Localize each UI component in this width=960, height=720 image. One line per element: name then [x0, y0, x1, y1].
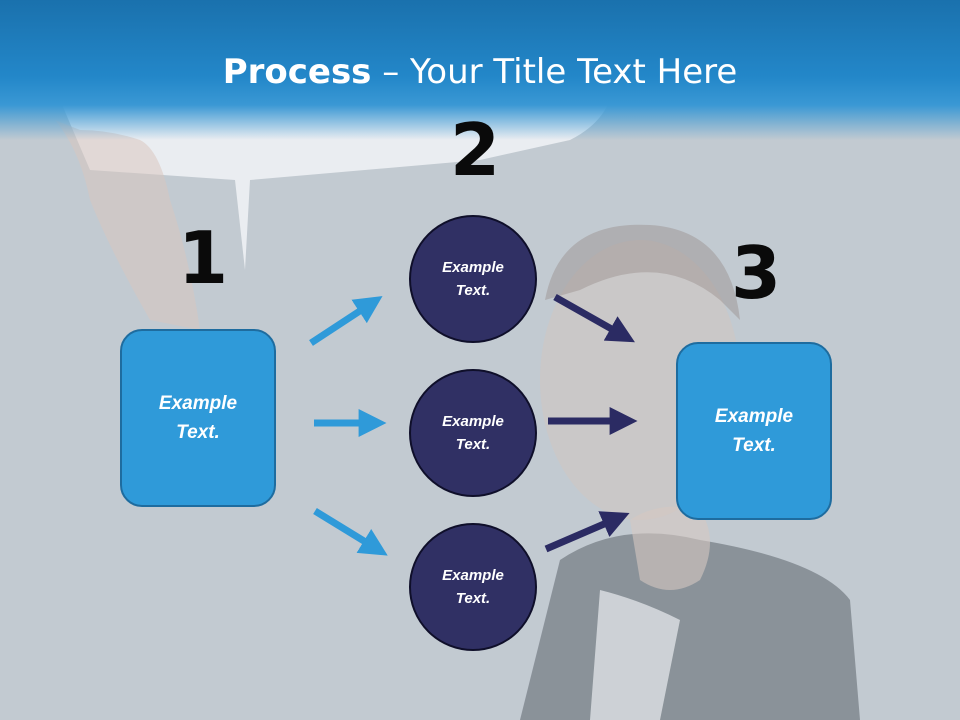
arrow-to-circle-top: [309, 296, 383, 346]
step-number-2: 2: [450, 108, 501, 192]
circle-top: Example Text.: [409, 215, 537, 343]
step-number-1: 1: [178, 216, 229, 300]
title-bold: Process: [222, 52, 372, 92]
end-box: Example Text.: [676, 342, 832, 520]
slide-title: Process – Your Title Text Here: [0, 52, 960, 92]
circle-bottom: Example Text.: [409, 523, 537, 651]
circle-mid-text: Example Text.: [442, 413, 504, 453]
circle-top-text: Example Text.: [442, 259, 504, 299]
start-box-text: Example Text.: [158, 393, 238, 443]
header-band: [0, 0, 960, 140]
end-box-text: Example Text.: [714, 406, 794, 456]
circle-bottom-text: Example Text.: [442, 567, 504, 607]
arrow-to-circle-bottom: [313, 508, 388, 556]
arrow-from-circle-top: [553, 293, 635, 343]
title-rest: – Your Title Text Here: [371, 52, 738, 92]
arrow-from-circle-bottom: [544, 511, 630, 553]
start-box: Example Text.: [120, 329, 276, 507]
circle-mid: Example Text.: [409, 369, 537, 497]
step-number-3: 3: [731, 231, 782, 315]
